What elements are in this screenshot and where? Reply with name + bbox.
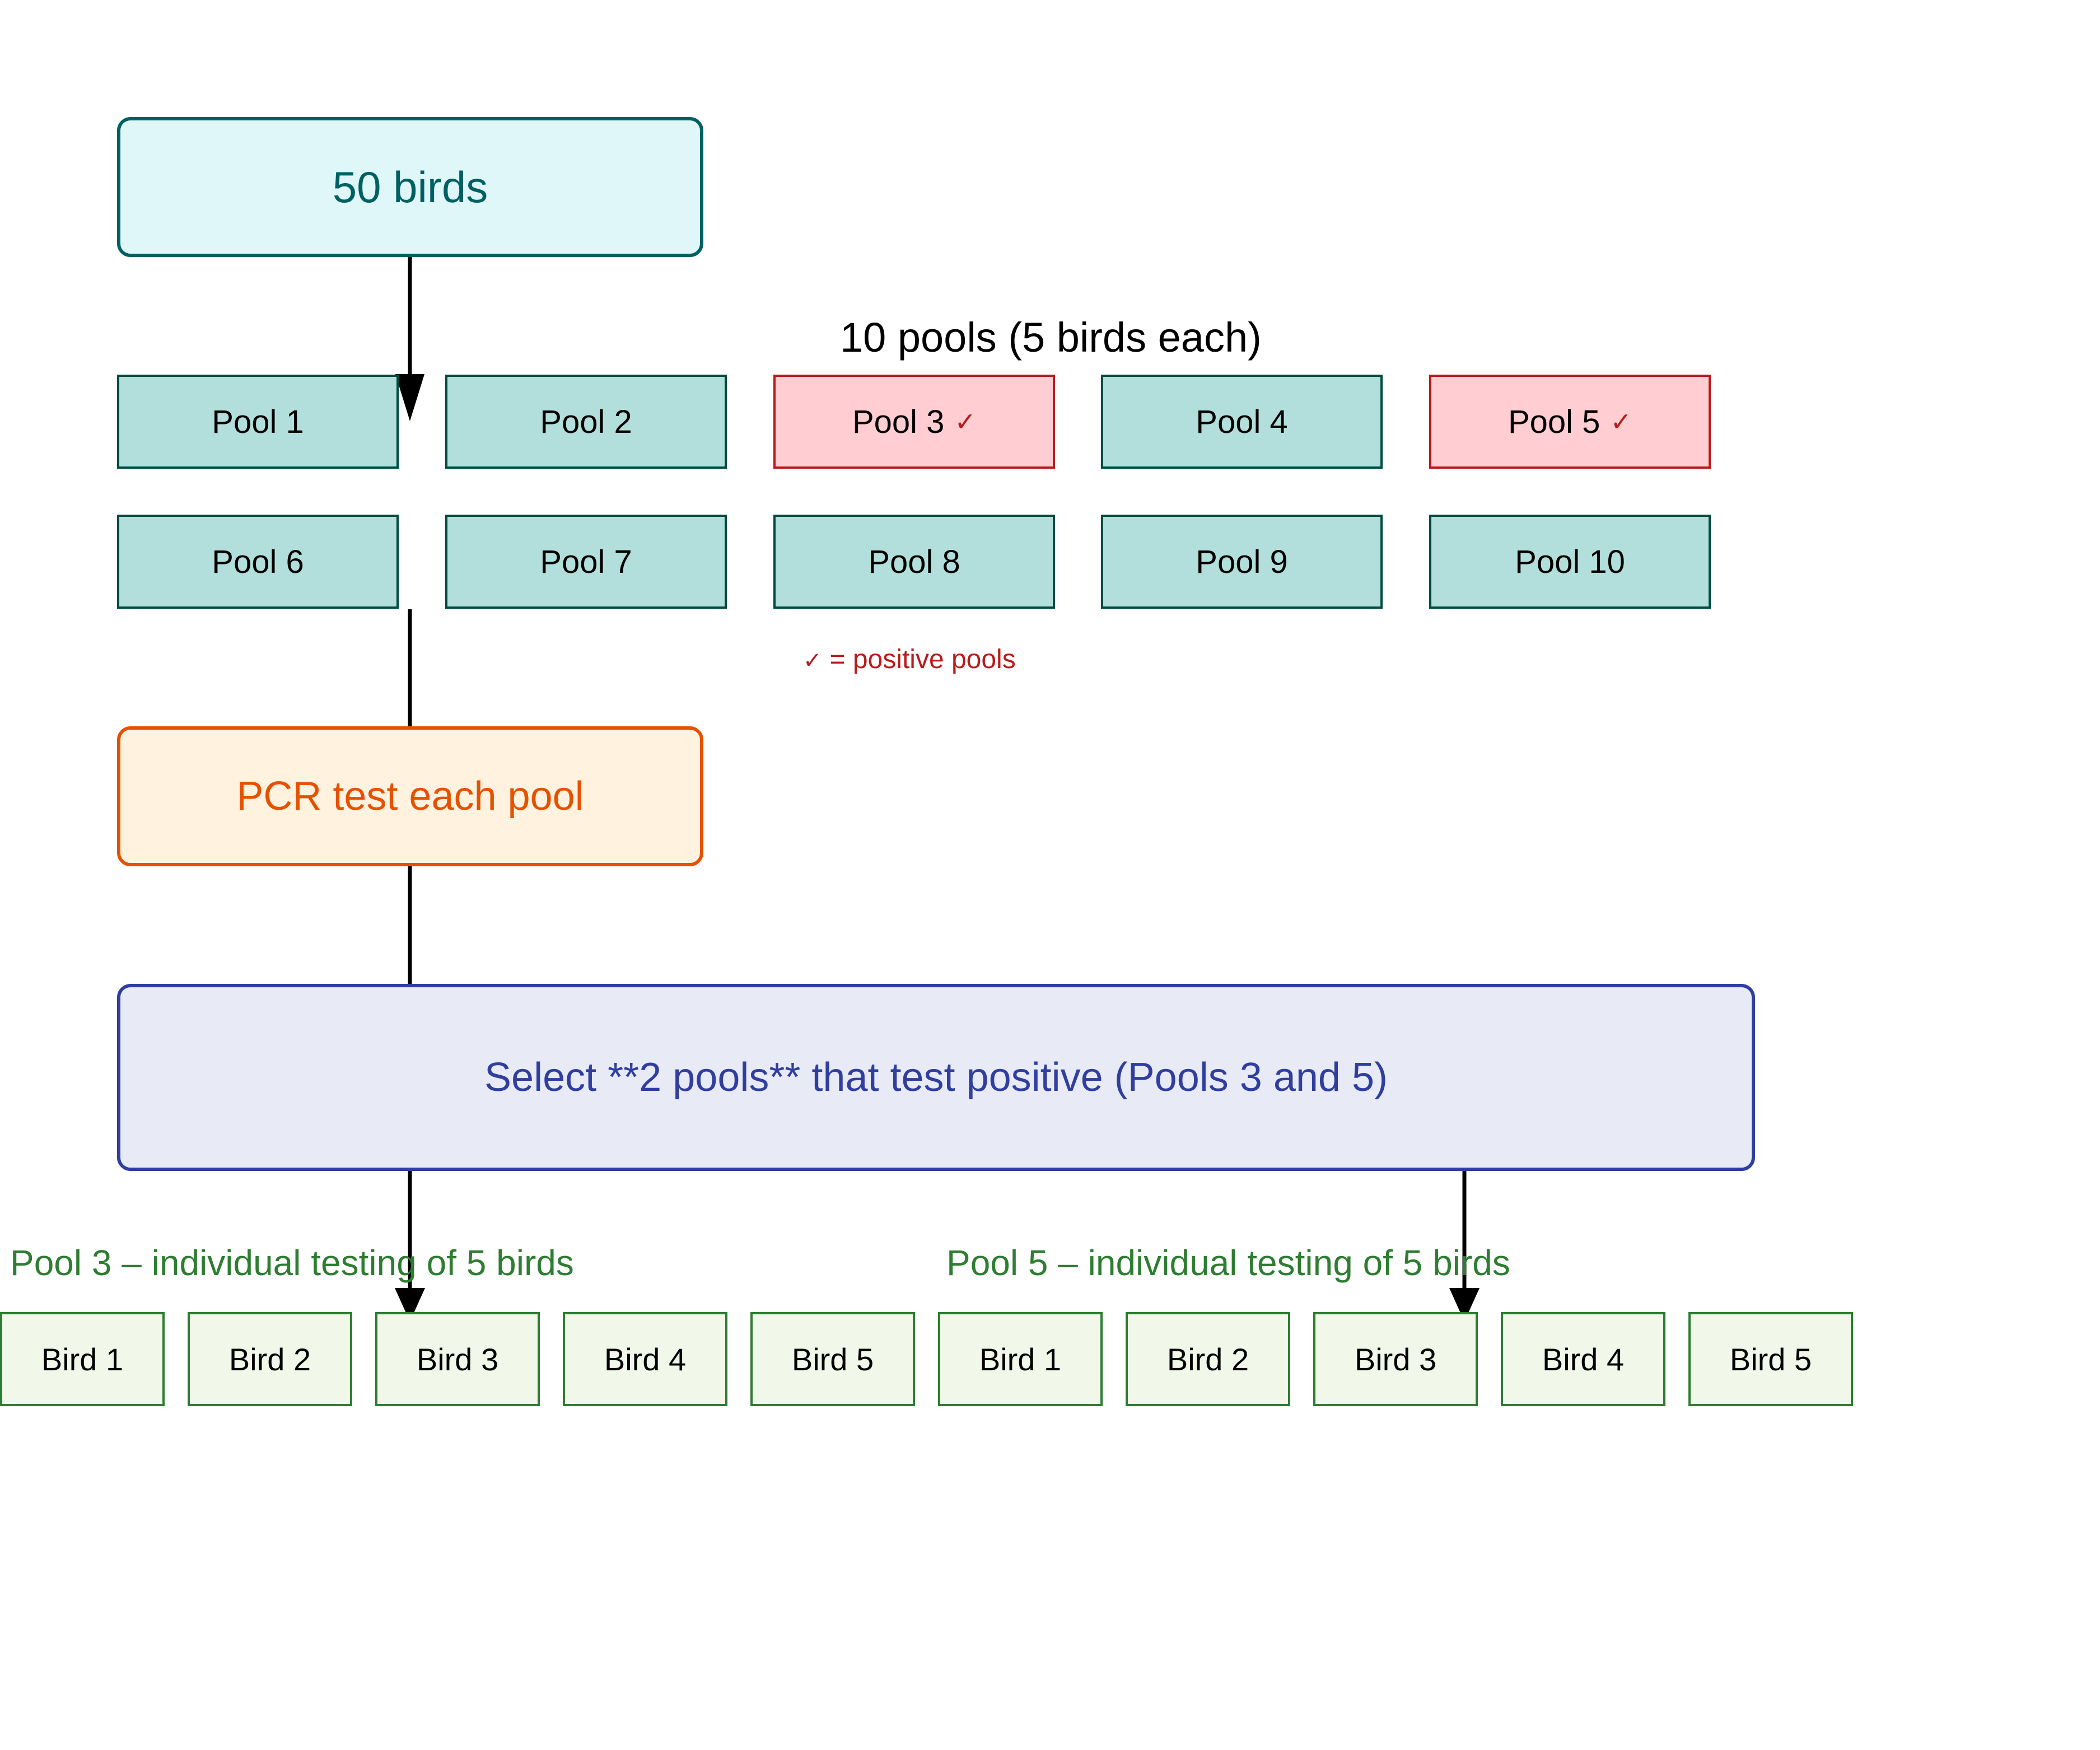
bird-box: Bird 1: [0, 1312, 165, 1406]
pool-box: Pool 7: [445, 515, 727, 609]
bird-box: Bird 5: [750, 1312, 915, 1406]
positive-mark-icon: ✓: [803, 648, 822, 674]
bird-label: Bird 2: [1166, 1341, 1249, 1377]
pool-label: Pool 7: [540, 543, 632, 580]
start-node: 50 birds: [117, 117, 703, 257]
pool-label: Pool 8: [868, 543, 960, 580]
pool-box: Pool 3 ✓: [773, 375, 1055, 469]
bird-box: Bird 1: [938, 1312, 1103, 1406]
bird-label: Bird 4: [604, 1341, 687, 1377]
bird-box: Bird 4: [1501, 1312, 1665, 1406]
pool-box: Pool 5 ✓: [1429, 375, 1711, 469]
bird-label: Bird 5: [1729, 1341, 1812, 1377]
pools-title: 10 pools (5 birds each): [840, 314, 1262, 361]
bird-box: Bird 5: [1688, 1312, 1853, 1406]
pcr-node: PCR test each pool: [117, 726, 703, 866]
bird-label: Bird 2: [228, 1341, 311, 1377]
pool-label: Pool 10: [1515, 543, 1625, 580]
bird-label: Bird 4: [1542, 1341, 1625, 1377]
legend-text: = positive pools: [829, 645, 1016, 674]
bird-box: Bird 4: [563, 1312, 727, 1406]
select-node: Select **2 pools** that test positive (P…: [117, 984, 1755, 1171]
legend: ✓ = positive pools: [803, 644, 1016, 675]
pool-label: Pool 3: [852, 403, 945, 440]
pool-box: Pool 6: [117, 515, 399, 609]
bird-box: Bird 3: [375, 1312, 540, 1406]
pool-label: Pool 2: [540, 403, 632, 440]
pool-box: Pool 9: [1101, 515, 1383, 609]
pool-box: Pool 8: [773, 515, 1055, 609]
pool-box: Pool 4: [1101, 375, 1383, 469]
pool-label: Pool 4: [1196, 403, 1288, 440]
arrowhead-pool3-birds: [395, 1288, 425, 1322]
pool-label: Pool 9: [1196, 543, 1288, 580]
pool5-group-label: Pool 5 – individual testing of 5 birds: [946, 1243, 1510, 1283]
bird-box: Bird 3: [1313, 1312, 1478, 1406]
pool-box: Pool 1: [117, 375, 399, 469]
bird-box: Bird 2: [188, 1312, 352, 1406]
positive-mark-icon: ✓: [954, 407, 976, 437]
bird-label: Bird 5: [791, 1341, 874, 1377]
select-label: Select **2 pools** that test positive (P…: [484, 1055, 1388, 1100]
start-label: 50 birds: [332, 162, 488, 212]
bird-label: Bird 1: [979, 1341, 1062, 1377]
pool-box: Pool 10: [1429, 515, 1711, 609]
pool-box: Pool 2: [445, 375, 727, 469]
pcr-label: PCR test each pool: [236, 774, 584, 819]
positive-mark-icon: ✓: [1610, 407, 1632, 437]
arrowhead-pool5-birds: [1449, 1288, 1480, 1322]
pool3-group-label: Pool 3 – individual testing of 5 birds: [10, 1243, 574, 1283]
pool-label: Pool 1: [212, 403, 304, 440]
pool-label: Pool 5: [1508, 403, 1600, 440]
bird-label: Bird 3: [416, 1341, 499, 1377]
bird-label: Bird 3: [1354, 1341, 1437, 1377]
pool-label: Pool 6: [212, 543, 304, 580]
bird-label: Bird 1: [41, 1341, 124, 1377]
bird-box: Bird 2: [1126, 1312, 1290, 1406]
arrowhead-pools: [395, 374, 424, 421]
